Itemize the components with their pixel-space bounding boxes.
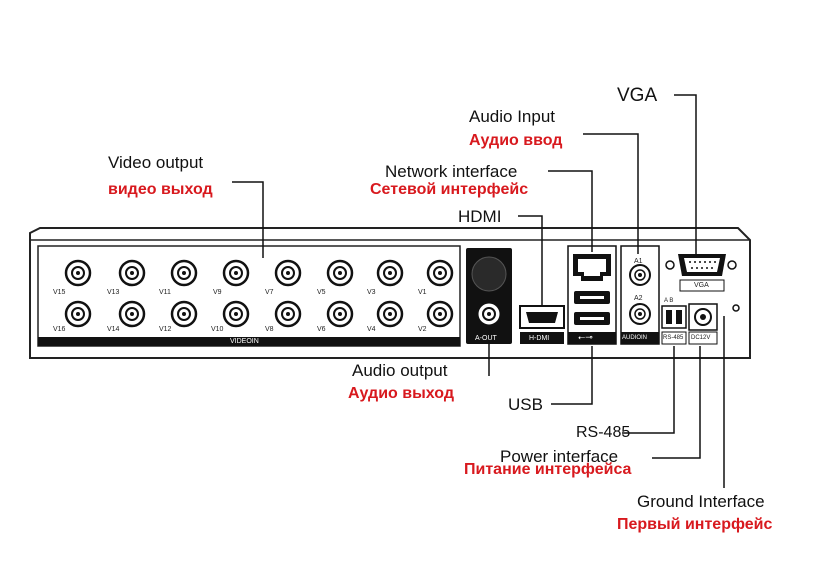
bnc-connector: [118, 259, 146, 287]
port-label-v12: V12: [159, 326, 172, 333]
network-usb-block: [567, 245, 617, 345]
port-label-v10: V10: [211, 326, 224, 333]
video-output-label: Video output: [108, 153, 204, 172]
ab-label: A B: [664, 298, 674, 304]
vga-port: [665, 254, 737, 292]
audio-output-label: Audio output: [352, 361, 448, 380]
port-label-v7: V7: [265, 289, 274, 296]
power-interface-label: Power interface: [500, 447, 619, 466]
audio-input-label: Audio Input: [469, 107, 556, 126]
audio-input-label-ru: Аудио ввод: [469, 132, 563, 149]
port-label-v8: V8: [265, 326, 274, 333]
dc-power-jack: [688, 303, 718, 345]
bnc-connector: [376, 259, 404, 287]
bnc-connector: [170, 259, 198, 287]
audio-in-block: [620, 245, 660, 345]
power-interface-label-ru: Питание интерфейса: [464, 461, 632, 478]
bnc-connector: [170, 300, 198, 328]
a2-label: A2: [634, 295, 643, 302]
bnc-connector: [274, 259, 302, 287]
a1-label: A1: [634, 258, 643, 265]
port-label-v4: V4: [367, 326, 376, 333]
port-label-v3: V3: [367, 289, 376, 296]
port-label-v11: V11: [159, 289, 171, 296]
port-label-v1: V1: [418, 289, 427, 296]
videoin-strip-label: VIDEOIN: [230, 338, 259, 345]
hdmi-label: HDMI: [458, 207, 502, 226]
rs485-port-label: RS-485: [663, 335, 684, 341]
network-interface-label-ru: Сетевой интерфейс: [370, 181, 529, 198]
ground-interface-label-ru: Первый интерфейс: [617, 516, 773, 533]
dc-port-label: DC12V: [691, 335, 711, 341]
video-output-label-ru: видео выход: [108, 181, 213, 198]
port-label-v6: V6: [317, 326, 326, 333]
port-label-v2: V2: [418, 326, 427, 333]
leader-lines: [232, 94, 725, 488]
hdmi-port: [519, 305, 565, 344]
bnc-connector: [222, 259, 250, 287]
port-label-v5: V5: [317, 289, 326, 296]
bnc-top-row: [64, 259, 454, 287]
aout-label: A-OUT: [475, 335, 497, 342]
audioin-label: AUDIOIN: [622, 335, 648, 341]
bnc-connector: [326, 300, 354, 328]
bnc-connector: [376, 300, 404, 328]
audio-output-label-ru: Аудио выход: [348, 385, 454, 402]
usb-symbol-icon: ⭠⊸: [578, 332, 593, 342]
bnc-connector: [274, 300, 302, 328]
port-label-v16: V16: [53, 326, 66, 333]
hdmi-port-label: H-DMI: [529, 335, 550, 342]
bnc-connector: [426, 300, 454, 328]
rs485-label: RS-485: [576, 424, 631, 441]
rs485-terminal: [661, 305, 687, 345]
usb-label: USB: [508, 395, 543, 414]
bnc-connector: [426, 259, 454, 287]
network-interface-label: Network interface: [385, 162, 518, 181]
bnc-connector: [118, 300, 146, 328]
port-label-v15: V15: [53, 289, 66, 296]
ground-screw: [732, 304, 740, 312]
port-label-v14: V14: [107, 326, 120, 333]
port-label-v13: V13: [107, 289, 120, 296]
vga-port-label: VGA: [694, 282, 709, 289]
port-label-v9: V9: [213, 289, 222, 296]
vga-label: VGA: [617, 85, 658, 106]
audio-out-block: [466, 248, 512, 344]
bnc-connector: [64, 300, 92, 328]
bnc-bottom-row: [64, 300, 454, 328]
bnc-connector: [64, 259, 92, 287]
bnc-connector: [222, 300, 250, 328]
ground-interface-label: Ground Interface: [637, 492, 765, 511]
bnc-connector: [326, 259, 354, 287]
